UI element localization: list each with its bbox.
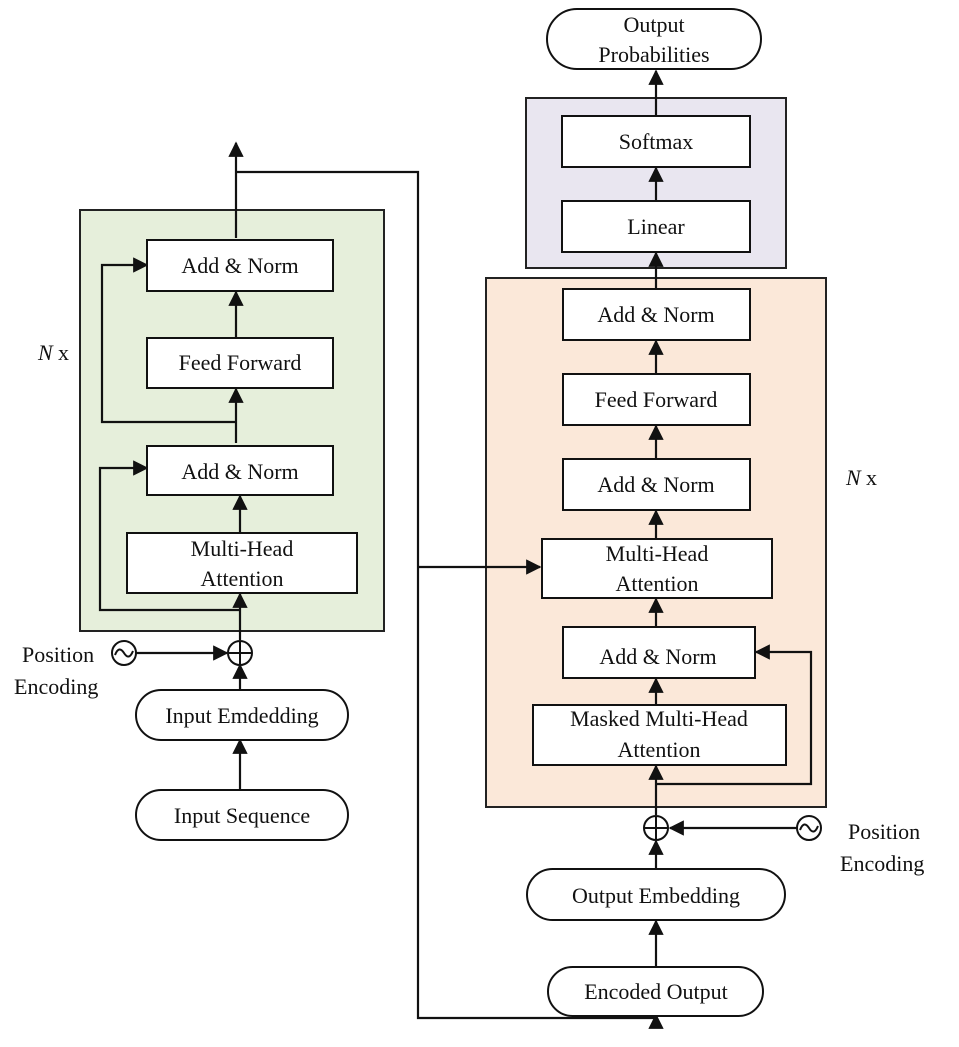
- output-probabilities-line2: Probabilities: [598, 42, 709, 67]
- decoder-sine-icon: [796, 815, 822, 841]
- input-embedding: Input Emdedding: [135, 689, 349, 741]
- decoder-add-norm-top: Add & Norm: [562, 288, 751, 341]
- output-embedding: Output Embedding: [526, 868, 786, 921]
- decoder-add-icon: [643, 815, 669, 841]
- encoder-position-line1: Position: [22, 642, 94, 667]
- encoded-output-label: Encoded Output: [584, 979, 728, 1004]
- decoder-masked-line1: Masked Multi-Head: [570, 706, 748, 731]
- encoder-add-norm-top: Add & Norm: [146, 239, 334, 292]
- linear-label: Linear: [627, 214, 685, 239]
- encoder-add-norm-bottom-label: Add & Norm: [181, 459, 298, 484]
- encoder-add-norm-bottom: Add & Norm: [146, 445, 334, 496]
- decoder-add-norm-mid: Add & Norm: [562, 458, 751, 511]
- decoder-repeat-var: N: [845, 465, 862, 490]
- encoder-add-norm-top-label: Add & Norm: [181, 253, 298, 278]
- decoder-repeat-x: x: [866, 465, 877, 490]
- decoder-masked-line2: Attention: [617, 737, 700, 762]
- encoder-attention-line2: Attention: [200, 566, 283, 591]
- softmax-box: Softmax: [561, 115, 751, 168]
- decoder-add-norm-top-label: Add & Norm: [597, 302, 714, 327]
- linear-box: Linear: [561, 200, 751, 253]
- encoder-repeat-x: x: [58, 340, 69, 365]
- input-sequence-label: Input Sequence: [174, 803, 310, 828]
- encoder-multi-head-attention: Multi-Head Attention: [126, 532, 358, 594]
- decoder-attention-line1: Multi-Head: [606, 541, 709, 566]
- output-embedding-label: Output Embedding: [572, 883, 740, 908]
- encoder-repeat-var: N: [37, 340, 54, 365]
- decoder-feed-forward-label: Feed Forward: [595, 387, 718, 412]
- decoder-add-norm-bottom-label: Add & Norm: [599, 644, 716, 669]
- decoder-position-line1: Position: [848, 819, 920, 844]
- decoder-position-encoding: Position Encoding: [796, 815, 924, 876]
- decoder-wires: [648, 69, 813, 967]
- decoder-add-norm-mid-label: Add & Norm: [597, 472, 714, 497]
- decoder-feed-forward: Feed Forward: [562, 373, 751, 426]
- encoder-add-icon: [227, 640, 253, 666]
- decoder-position-line2: Encoding: [840, 851, 924, 876]
- input-embedding-label: Input Emdedding: [165, 703, 318, 728]
- output-probabilities-line1: Output: [623, 12, 684, 37]
- encoded-output: Encoded Output: [547, 966, 764, 1017]
- encoder-wires: [98, 141, 664, 1029]
- encoder-sine-icon: [111, 640, 137, 666]
- decoder-repeat-label: N x: [845, 465, 877, 490]
- decoder-add-norm-bottom: Add & Norm: [562, 626, 756, 679]
- output-probabilities: Output Probabilities: [546, 8, 762, 70]
- encoder-attention-line1: Multi-Head: [191, 536, 294, 561]
- encoder-feed-forward-label: Feed Forward: [179, 350, 302, 375]
- encoder-position-encoding: Position Encoding: [14, 640, 137, 699]
- decoder-multi-head-attention: Multi-Head Attention: [541, 538, 773, 599]
- encoder-position-line2: Encoding: [14, 674, 98, 699]
- decoder-attention-line2: Attention: [615, 571, 698, 596]
- softmax-label: Softmax: [619, 129, 694, 154]
- input-sequence: Input Sequence: [135, 789, 349, 841]
- decoder-masked-attention: Masked Multi-Head Attention: [532, 704, 787, 766]
- encoder-repeat-label: N x: [37, 340, 69, 365]
- encoder-feed-forward: Feed Forward: [146, 337, 334, 389]
